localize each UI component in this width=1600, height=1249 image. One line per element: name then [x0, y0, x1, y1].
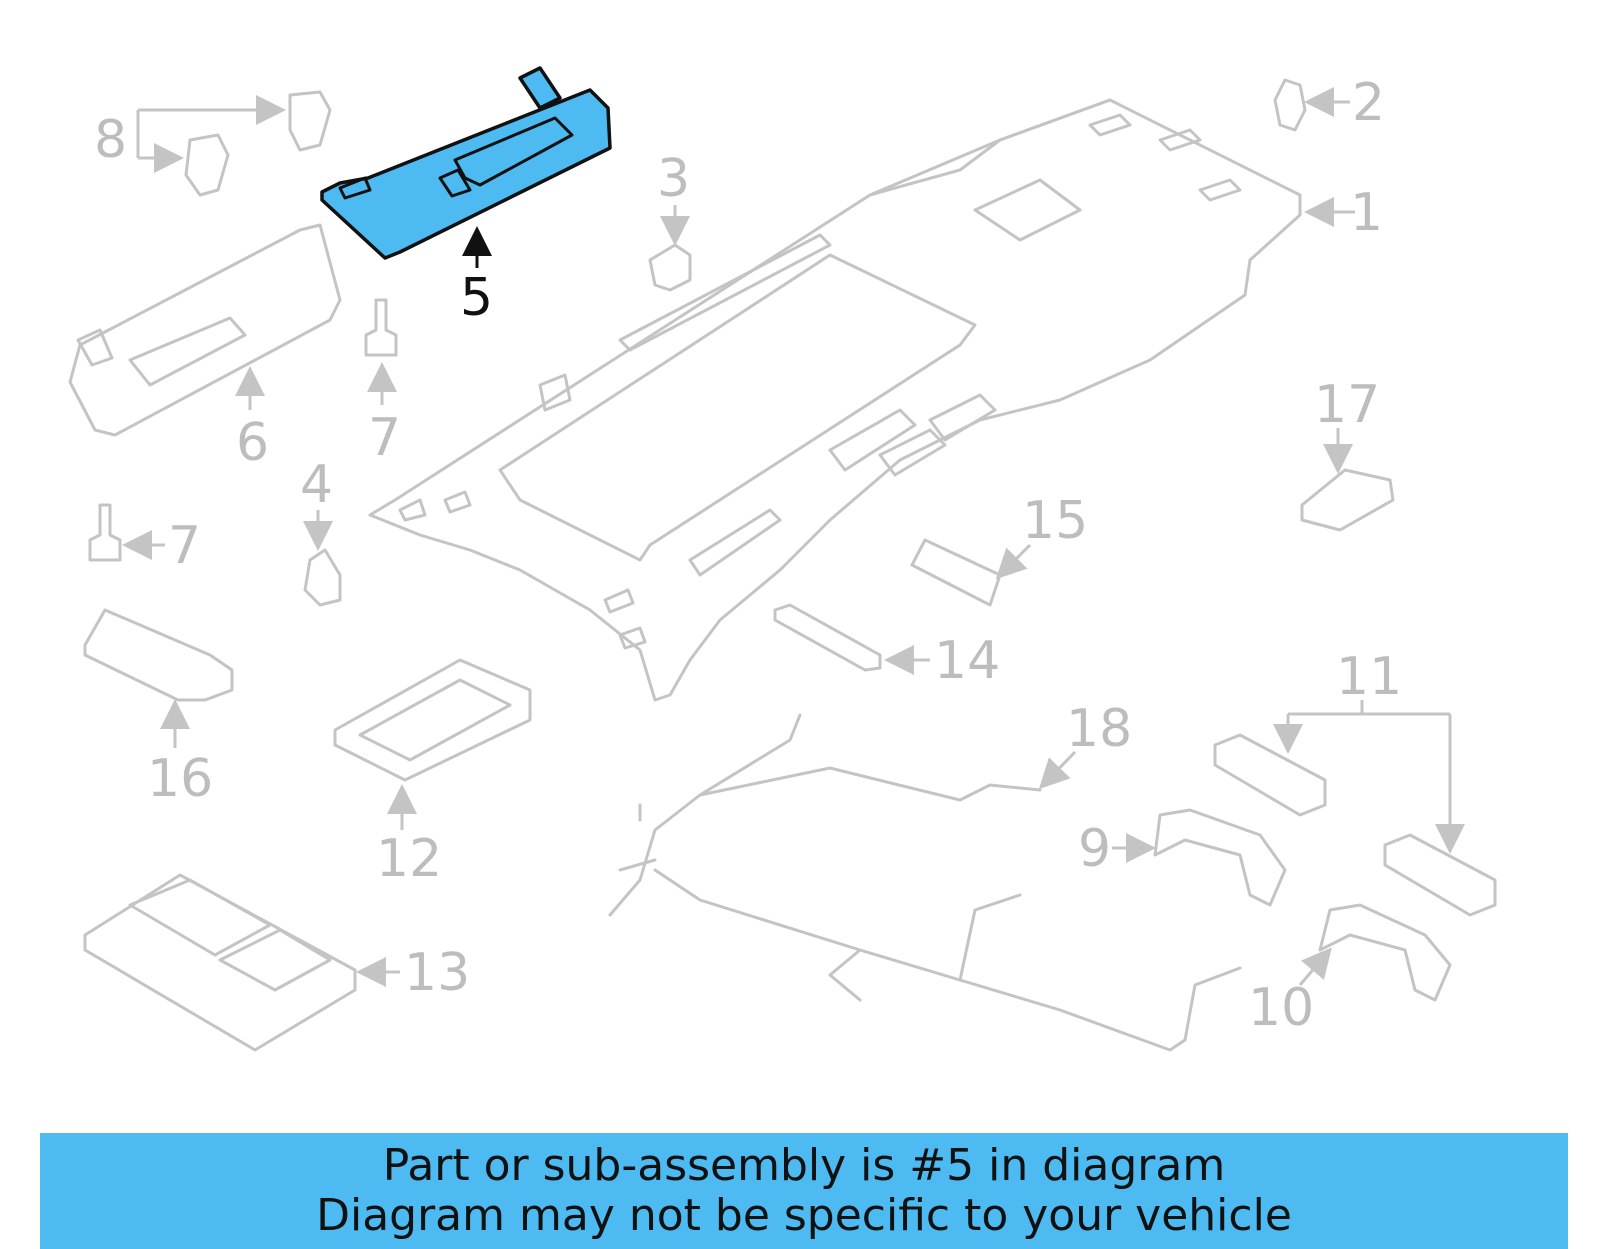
tray-part-12 — [333, 658, 532, 782]
callout-8: 8 — [94, 110, 127, 170]
disclaimer-banner: Part or sub-assembly is #5 in diagram Di… — [40, 1133, 1568, 1249]
callout-9: 9 — [1078, 819, 1111, 879]
clip-part-4 — [303, 548, 342, 607]
callout-15: 15 — [1022, 491, 1088, 551]
pad-part-15 — [910, 538, 1002, 607]
callout-14: 14 — [934, 631, 1000, 691]
callout-16: 16 — [147, 749, 213, 809]
callout-3: 3 — [657, 149, 690, 209]
callout-13: 13 — [404, 943, 470, 1003]
callout-17: 17 — [1314, 375, 1380, 435]
callout-4: 4 — [300, 455, 333, 515]
callout-6: 6 — [236, 413, 269, 473]
callout-7a: 7 — [368, 408, 401, 468]
switch-part-17 — [1300, 468, 1395, 532]
wiring-harness-part-18 — [608, 713, 1242, 1052]
bracket-part-11 — [1213, 733, 1497, 917]
callout-1: 1 — [1350, 183, 1383, 243]
lamp-part-16 — [83, 608, 234, 702]
bolt-part-7a — [364, 298, 398, 357]
clip-part-2 — [1273, 78, 1307, 132]
banner-line-1: Part or sub-assembly is #5 in diagram — [382, 1140, 1226, 1191]
clip-part-8 — [184, 90, 332, 197]
bolt-part-7b — [88, 503, 122, 562]
callout-2: 2 — [1352, 73, 1385, 133]
sun-visor-part-6 — [68, 223, 342, 437]
overhead-console-part-13 — [83, 873, 357, 1052]
headliner-part-1 — [368, 98, 1302, 702]
callout-7b: 7 — [168, 516, 201, 576]
callout-5: 5 — [460, 268, 493, 328]
callout-18: 18 — [1066, 699, 1132, 759]
sun-visor-part-5 — [320, 66, 612, 260]
callout-12: 12 — [376, 829, 442, 889]
parts-diagram: 1 2 3 4 5 6 7 7 — [68, 66, 1497, 1052]
grab-handle-part-9 — [1153, 808, 1287, 907]
grab-handle-part-10 — [1318, 903, 1452, 1002]
callout-10: 10 — [1248, 978, 1314, 1038]
bracket-part-3 — [648, 243, 692, 292]
callout-11: 11 — [1336, 647, 1402, 707]
trim-strip-part-14 — [773, 603, 882, 672]
banner-line-2: Diagram may not be specific to your vehi… — [316, 1190, 1292, 1241]
